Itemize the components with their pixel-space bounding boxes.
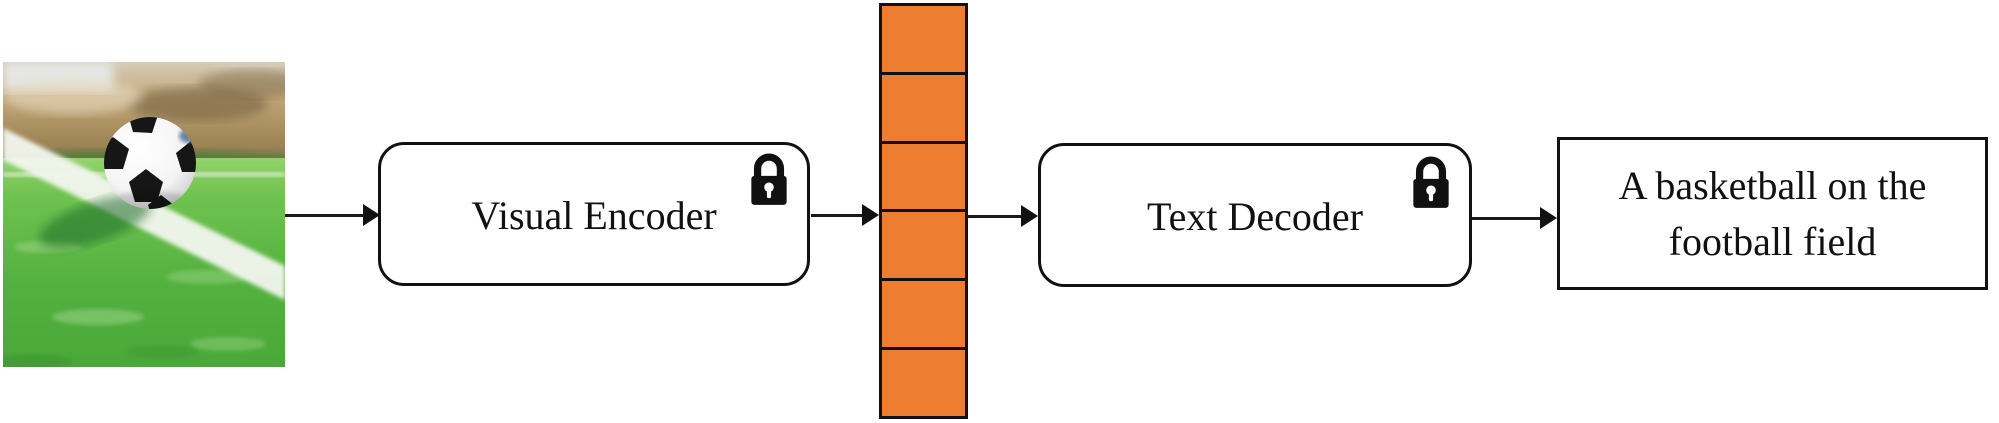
arrow-shaft: [967, 215, 1024, 218]
arrowhead-icon: [862, 204, 879, 226]
embedding-cell: [882, 140, 965, 210]
arrowhead-icon: [1021, 205, 1038, 227]
arrowhead-icon: [1540, 207, 1557, 229]
arrow-decoder-to-caption: [1472, 207, 1557, 229]
arrow-shaft: [285, 214, 366, 217]
arrow-shaft: [811, 214, 865, 217]
embedding-cell: [882, 209, 965, 279]
soccer-ball-photo-illustration: [3, 62, 285, 367]
arrow-input-to-encoder: [285, 204, 380, 226]
input-image: [3, 62, 285, 367]
output-caption-box: A basketball on the football field: [1557, 137, 1988, 290]
embedding-cell: [882, 347, 965, 416]
visual-encoder-box: Visual Encoder: [378, 142, 810, 286]
arrow-shaft: [1472, 217, 1543, 220]
text-decoder-box: Text Decoder: [1038, 143, 1472, 287]
arrowhead-icon: [363, 204, 380, 226]
visual-encoder-label: Visual Encoder: [471, 193, 717, 238]
output-caption-text: A basketball on the football field: [1618, 162, 1927, 264]
lock-icon: [751, 153, 787, 205]
embedding-cell: [882, 71, 965, 141]
embedding-cell: [882, 6, 965, 72]
text-decoder-label: Text Decoder: [1147, 194, 1363, 239]
lock-icon: [1413, 156, 1449, 208]
arrow-encoder-to-embedding: [811, 204, 879, 226]
arrow-embedding-to-decoder: [967, 205, 1038, 227]
feature-embedding-stack: [879, 3, 968, 419]
embedding-cell: [882, 278, 965, 348]
